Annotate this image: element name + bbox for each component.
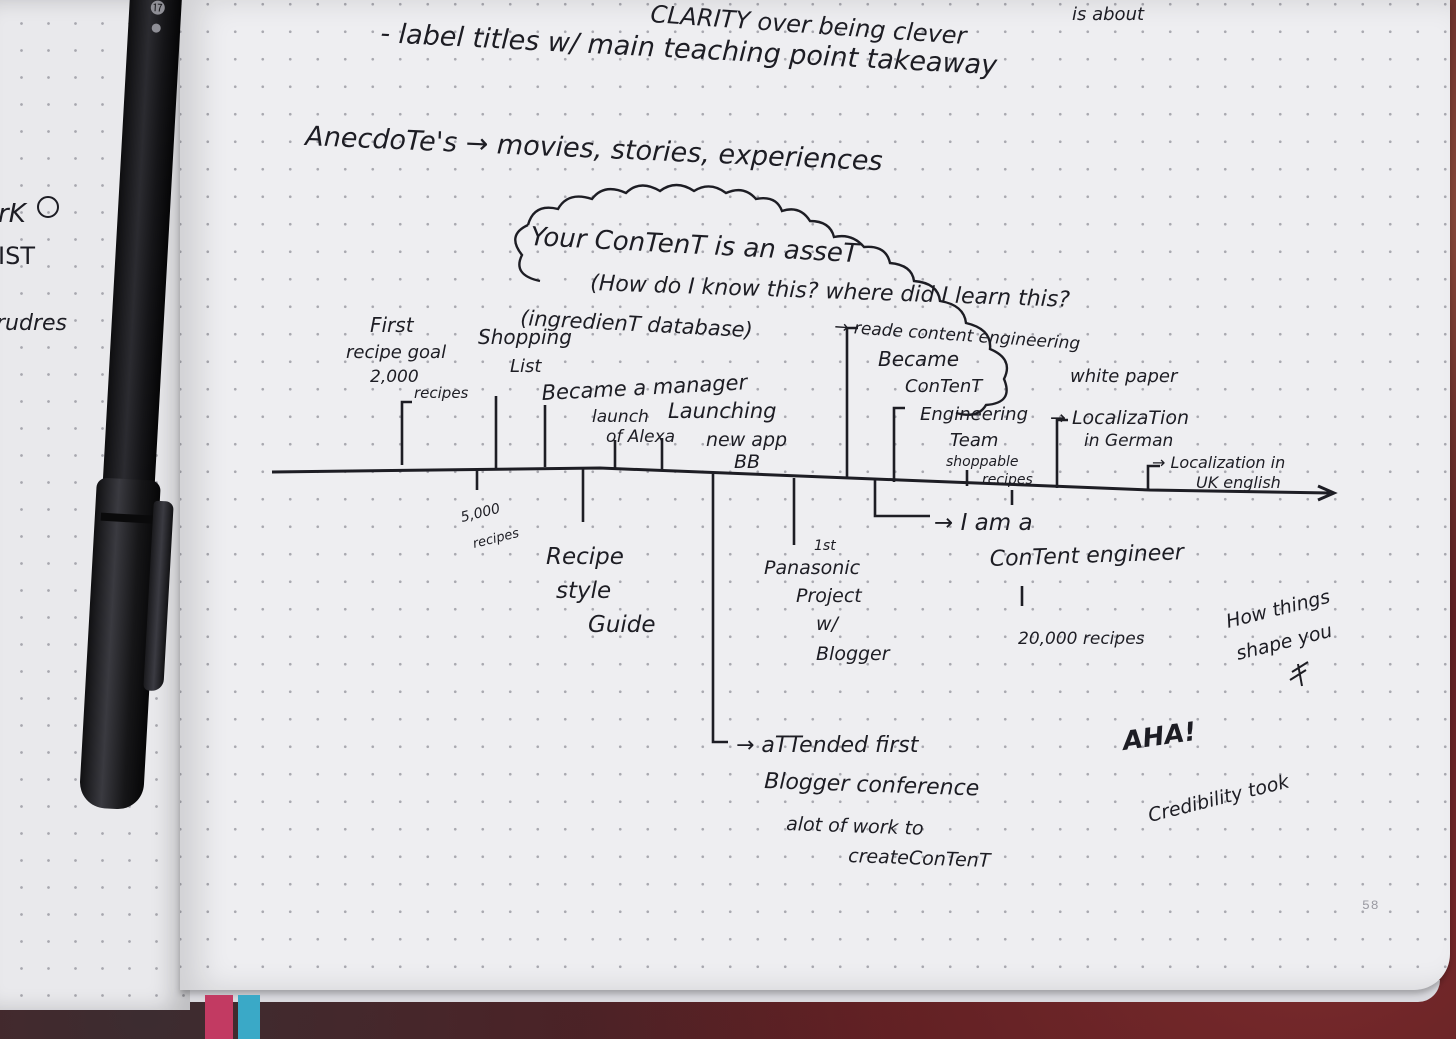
label-attended-first: → aTTended first — [736, 733, 920, 758]
label-content: ConTenT — [905, 376, 984, 397]
label-recipe-goal: recipe goal — [346, 342, 446, 363]
label-of-alexa: of Alexa — [606, 427, 675, 447]
label-style: style — [556, 578, 611, 604]
label-blogger-conference: Blogger conference — [764, 769, 980, 801]
label-white-paper: white paper — [1070, 366, 1179, 387]
label-i-am-a: → I am a — [934, 510, 1033, 536]
label-localization-uk: → Localization in — [1152, 453, 1285, 472]
label-blogger: Blogger — [816, 643, 891, 665]
label-20000: 20,000 recipes — [1018, 629, 1145, 649]
note-is-about: is about — [1072, 4, 1145, 25]
label-shoppable-recipes: recipes — [982, 472, 1033, 488]
scribble-mark — [1290, 662, 1308, 686]
label-aha: AHA! — [1119, 717, 1198, 757]
label-launching: Launching — [668, 399, 777, 423]
note-anecdotes: AnecdoTe's → movies, stories, experience… — [303, 121, 884, 177]
label-project: Project — [796, 585, 863, 607]
label-became: Became — [878, 347, 959, 371]
label-bb: BB — [734, 451, 760, 473]
label-list: List — [510, 356, 542, 377]
label-panasonic: Panasonic — [764, 557, 861, 579]
label-recipes-2000: recipes — [414, 384, 469, 402]
label-alot-of-work: alot of work to — [786, 813, 924, 840]
label-in-german: in German — [1084, 431, 1173, 451]
label-new-app: new app — [706, 429, 787, 451]
label-engineering: Engineering — [920, 404, 1028, 425]
label-uk-english: UK english — [1196, 473, 1281, 492]
label-recipe: Recipe — [546, 544, 624, 570]
label-content-engineer: ConTent engineer — [989, 540, 1186, 572]
cloud-line-2: (How do I know this? where did I learn t… — [590, 271, 1071, 313]
label-create-content: createConTenT — [848, 845, 992, 872]
label-team: Team — [950, 430, 998, 451]
cloud-line-1: Your ConTenT is an asseT — [530, 222, 862, 269]
label-1st: 1st — [814, 538, 836, 554]
label-localization-german: → LocalizaTion — [1050, 407, 1189, 429]
label-first: First — [370, 313, 415, 337]
label-5000: 5,000 — [459, 501, 502, 526]
label-2000: 2,000 — [370, 367, 419, 387]
label-5000-recipes: recipes — [471, 526, 521, 552]
label-credibility: Credibility took — [1146, 770, 1292, 827]
page-number: 58 — [1362, 898, 1380, 913]
label-shoppable: shoppable — [946, 454, 1018, 470]
label-guide: Guide — [588, 612, 656, 638]
label-launch: launch — [592, 407, 649, 427]
label-w: w/ — [816, 613, 841, 635]
